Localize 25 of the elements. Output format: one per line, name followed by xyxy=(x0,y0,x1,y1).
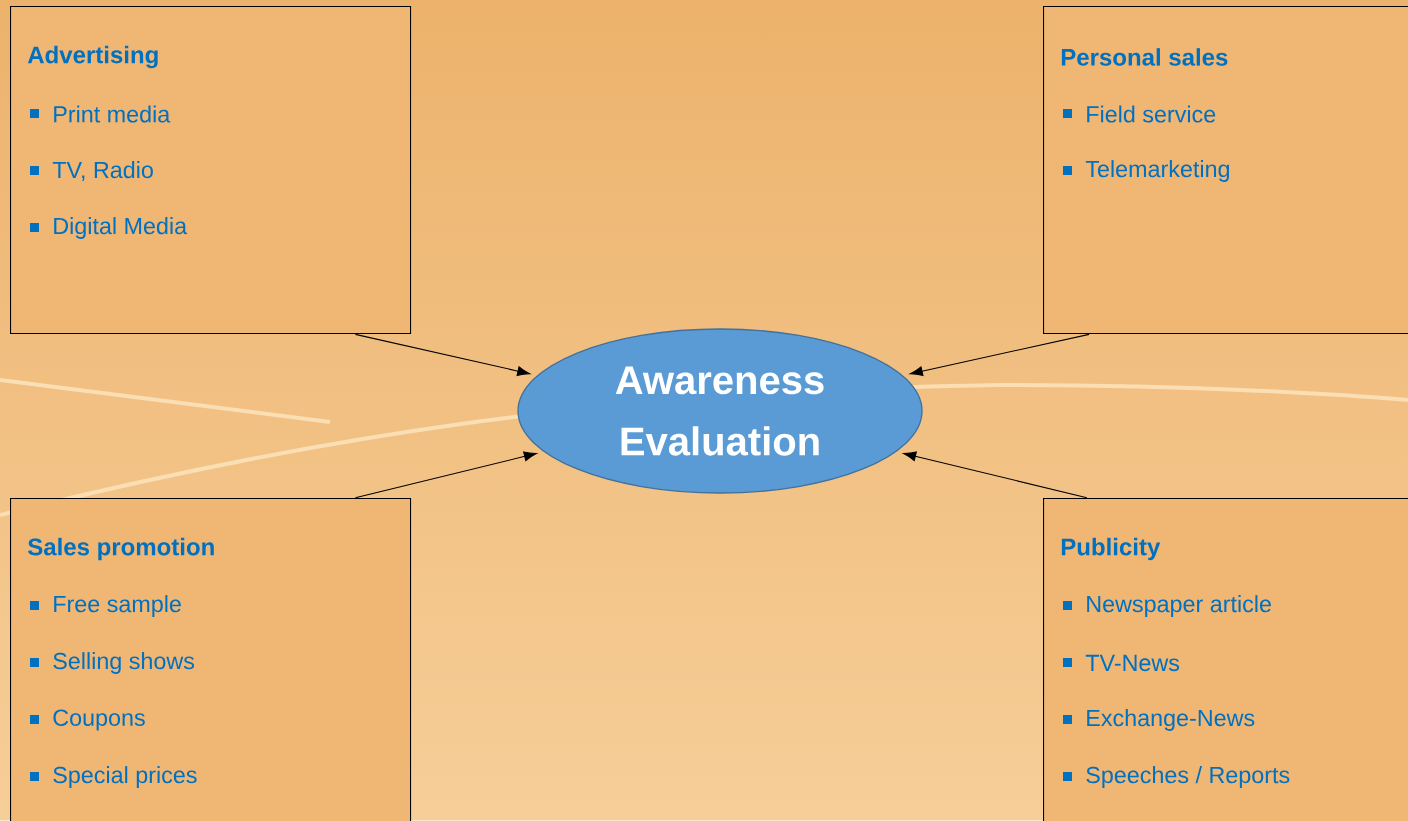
text-box xyxy=(10,6,412,335)
bullet-item: TV-News xyxy=(1063,654,1180,672)
arrow xyxy=(909,333,1090,377)
bullet-item: Selling shows xyxy=(30,652,195,674)
bullet-item: Newspaper article xyxy=(1063,595,1271,617)
bullet-item: Print media xyxy=(30,105,171,123)
bullet-item: Telemarketing xyxy=(1063,160,1230,182)
arrow xyxy=(903,451,1088,499)
bullet-item: Free sample xyxy=(30,595,181,617)
arrow xyxy=(354,333,531,376)
bullet-item: Digital Media xyxy=(30,217,188,239)
text-box xyxy=(1043,498,1408,821)
bullet-item: TV, Radio xyxy=(30,161,153,181)
bullet-item: Special prices xyxy=(30,766,197,788)
box-heading: Advertising xyxy=(27,45,158,69)
bullet-item: Speeches / Reports xyxy=(1063,766,1290,788)
text-box xyxy=(10,498,412,821)
bullet-item: Exchange-News xyxy=(1063,709,1255,731)
bullet-item: Coupons xyxy=(30,709,145,731)
arrow xyxy=(354,451,537,499)
box-heading: Sales promotion xyxy=(27,537,214,561)
box-heading: Publicity xyxy=(1061,537,1161,561)
bullet-item: Field service xyxy=(1063,105,1216,123)
text-box xyxy=(1043,6,1408,335)
box-heading: Personal sales xyxy=(1061,48,1228,66)
